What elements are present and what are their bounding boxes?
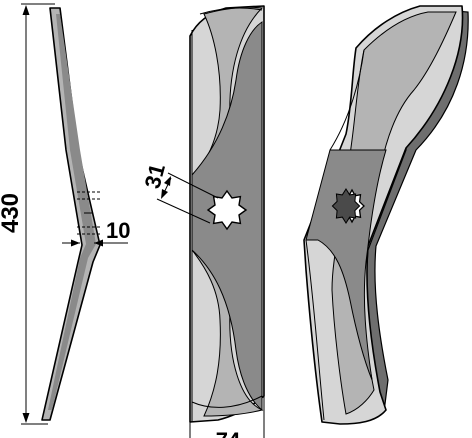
side-view-blade [41,7,101,421]
bore-dimension-label: 31 [140,161,170,191]
thickness-dimension: 10 [62,218,130,247]
perspective-view [303,5,469,425]
front-view: 31 74 [140,5,265,438]
side-view-edge-shade [48,14,96,410]
width-dimension: 74 [189,396,265,438]
side-view: 430 10 [0,3,130,425]
perspective-view-dark-face [305,149,387,381]
length-dimension: 430 [0,3,55,425]
front-view-star-bore [206,189,248,231]
width-dimension-label: 74 [216,428,241,438]
side-view-hub-lines [77,191,100,235]
thickness-dimension-label: 10 [106,218,130,243]
perspective-view-bore-depth [331,188,361,224]
length-dimension-label: 430 [0,193,24,233]
